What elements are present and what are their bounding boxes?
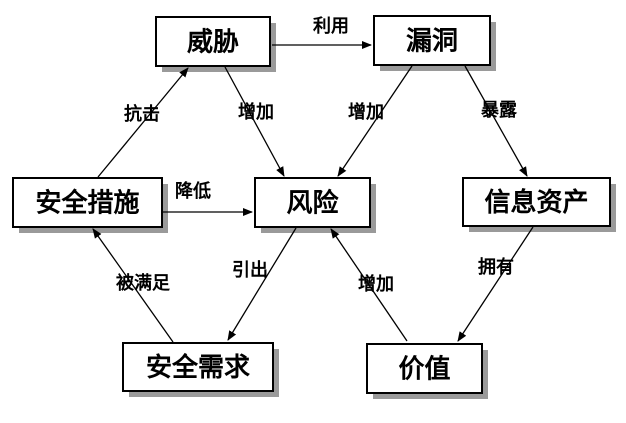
node-information-asset-label: 信息资产 (484, 187, 588, 217)
edge-increase-vuln-label: 增加 (348, 101, 384, 122)
edge-increase-threat-label: 增加 (238, 101, 274, 122)
node-security-requirement-label: 安全需求 (146, 352, 250, 382)
edge-expose-label: 暴露 (481, 100, 518, 120)
edge-lead-to-label: 引出 (232, 259, 268, 280)
node-security-measure-label: 安全措施 (35, 188, 139, 218)
node-information-asset-box (462, 177, 611, 227)
edge-resist-label: 抗击 (124, 103, 160, 124)
edge-increase-vuln-arrow (337, 65, 413, 177)
edge-be-satisfied-arrow (92, 228, 174, 343)
edge-reduce-label: 降低 (175, 180, 211, 201)
edge-own-arrow (457, 226, 534, 342)
edge-lead-to-arrow (227, 227, 297, 341)
edge-expose-arrow (464, 65, 528, 177)
node-vulnerability-label: 漏洞 (406, 26, 458, 56)
edge-be-satisfied-label: 被满足 (116, 272, 170, 293)
edge-own-label: 拥有 (478, 256, 514, 277)
node-vulnerability-box (373, 15, 491, 66)
edge-exploit-label: 利用 (313, 15, 349, 36)
node-risk-label: 风险 (286, 188, 339, 218)
edge-increase-threat-arrow (224, 66, 285, 177)
node-security-requirement-box (122, 342, 274, 392)
edge-labels-layer: 利用抗击增加增加暴露降低被满足引出增加拥有 (116, 15, 518, 294)
node-risk-box (254, 177, 371, 228)
node-threat-box (155, 16, 271, 67)
node-value-label: 价值 (398, 354, 450, 384)
edges-layer (92, 41, 534, 343)
edge-increase-value-arrow (330, 228, 408, 342)
edge-increase-value-label: 增加 (358, 273, 394, 294)
edge-resist-arrow (97, 67, 189, 178)
node-security-measure-box (12, 177, 163, 228)
node-value-box (366, 343, 483, 394)
node-threat-label: 威胁 (187, 27, 239, 57)
